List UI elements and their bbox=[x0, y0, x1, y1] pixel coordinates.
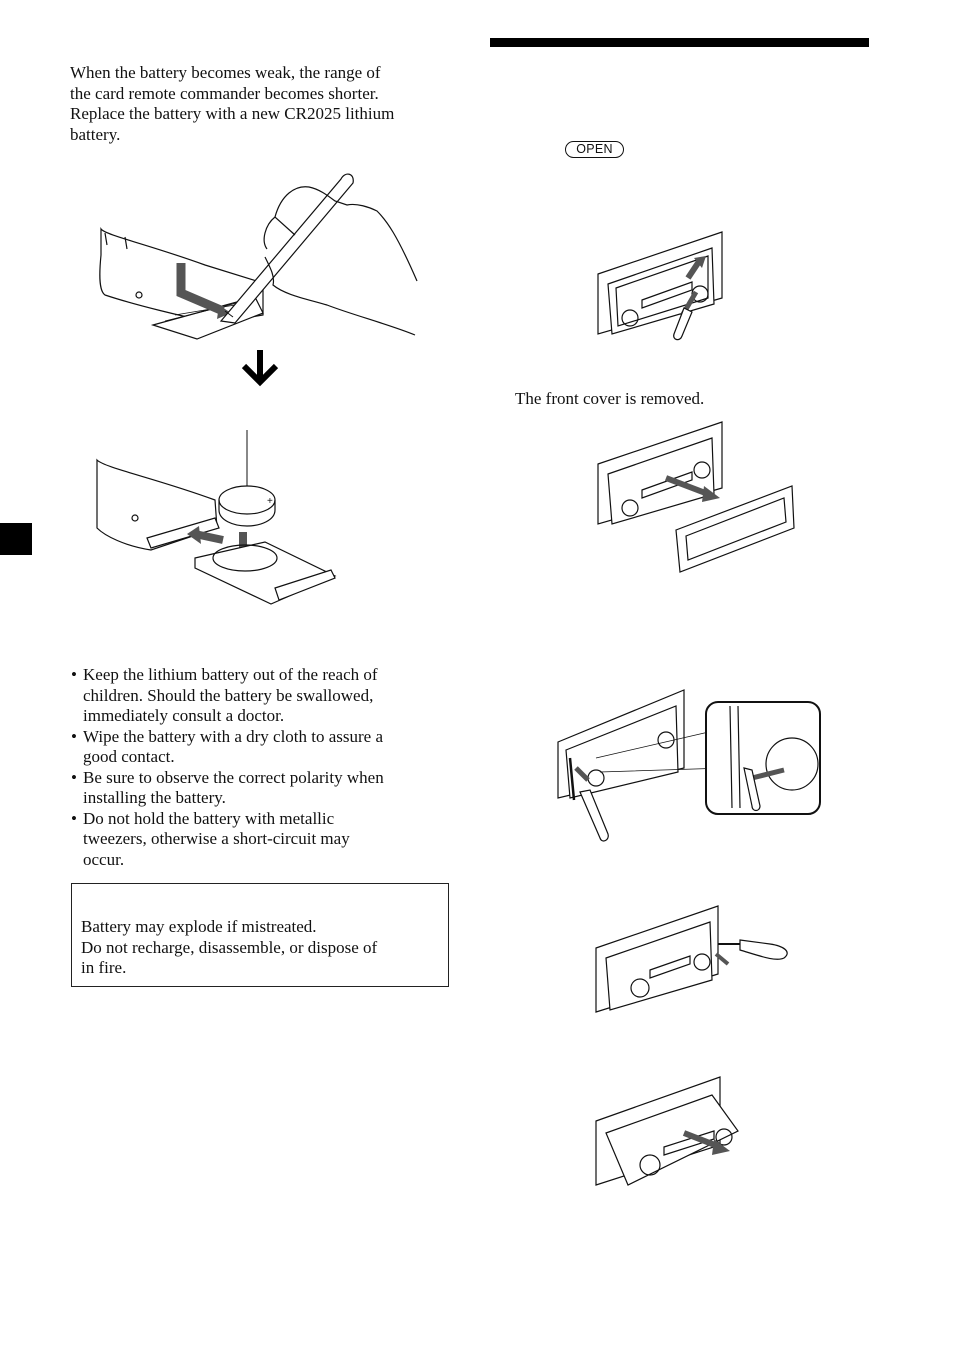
warning-line: Battery may explode if mistreated. bbox=[81, 917, 317, 936]
cover-removed-illustration bbox=[596, 420, 800, 575]
unit-slide-out-illustration bbox=[594, 1075, 754, 1193]
caution-item: Keep the lithium battery out of the reac… bbox=[70, 665, 450, 727]
warning-line: in fire. bbox=[81, 958, 127, 977]
caution-line: immediately consult a doctor. bbox=[83, 706, 285, 725]
warning-text: Battery may explode if mistreated. Do no… bbox=[81, 917, 441, 979]
caution-line: children. Should the battery be swallowe… bbox=[83, 685, 374, 705]
caution-line: Do not hold the battery with metallic bbox=[83, 808, 335, 828]
front-panel-release-illustration bbox=[596, 230, 736, 342]
caution-list: Keep the lithium battery out of the reac… bbox=[70, 665, 450, 870]
heading-rule bbox=[490, 38, 869, 47]
caution-line: Keep the lithium battery out of the reac… bbox=[83, 665, 378, 684]
caution-line: installing the battery. bbox=[83, 788, 226, 807]
caution-line: good contact. bbox=[83, 747, 175, 766]
caution-line: Wipe the battery with a dry cloth to ass… bbox=[83, 726, 384, 746]
caution-item: Do not hold the battery with metallic tw… bbox=[70, 809, 450, 871]
open-button[interactable]: OPEN bbox=[565, 141, 624, 158]
remote-eject-illustration bbox=[95, 165, 435, 345]
battery-polarity-mark: + bbox=[267, 496, 273, 507]
battery-insert-illustration: + bbox=[95, 428, 355, 613]
unit-release-detail-illustration bbox=[556, 688, 826, 848]
caution-item: Be sure to observe the correct polarity … bbox=[70, 768, 450, 809]
cover-removed-text: The front cover is removed. bbox=[515, 389, 705, 408]
caution-line: tweezers, otherwise a short-circuit may bbox=[83, 829, 350, 848]
intro-line: Replace the battery with a new CR2025 li… bbox=[70, 104, 395, 123]
intro-line: battery. bbox=[70, 124, 121, 144]
intro-line: the card remote commander becomes shorte… bbox=[70, 83, 379, 103]
warning-box: Battery may explode if mistreated. Do no… bbox=[71, 883, 449, 987]
section-tab bbox=[0, 523, 32, 555]
down-arrow-icon bbox=[240, 348, 280, 388]
warning-line: Do not recharge, disassemble, or dispose… bbox=[81, 937, 378, 957]
intro-line: When the battery becomes weak, the range… bbox=[70, 63, 381, 82]
caution-line: Be sure to observe the correct polarity … bbox=[83, 767, 384, 787]
caution-line: occur. bbox=[83, 849, 125, 869]
intro-paragraph: When the battery becomes weak, the range… bbox=[70, 63, 460, 145]
unit-latch-illustration bbox=[594, 904, 794, 1016]
caution-item: Wipe the battery with a dry cloth to ass… bbox=[70, 727, 450, 768]
